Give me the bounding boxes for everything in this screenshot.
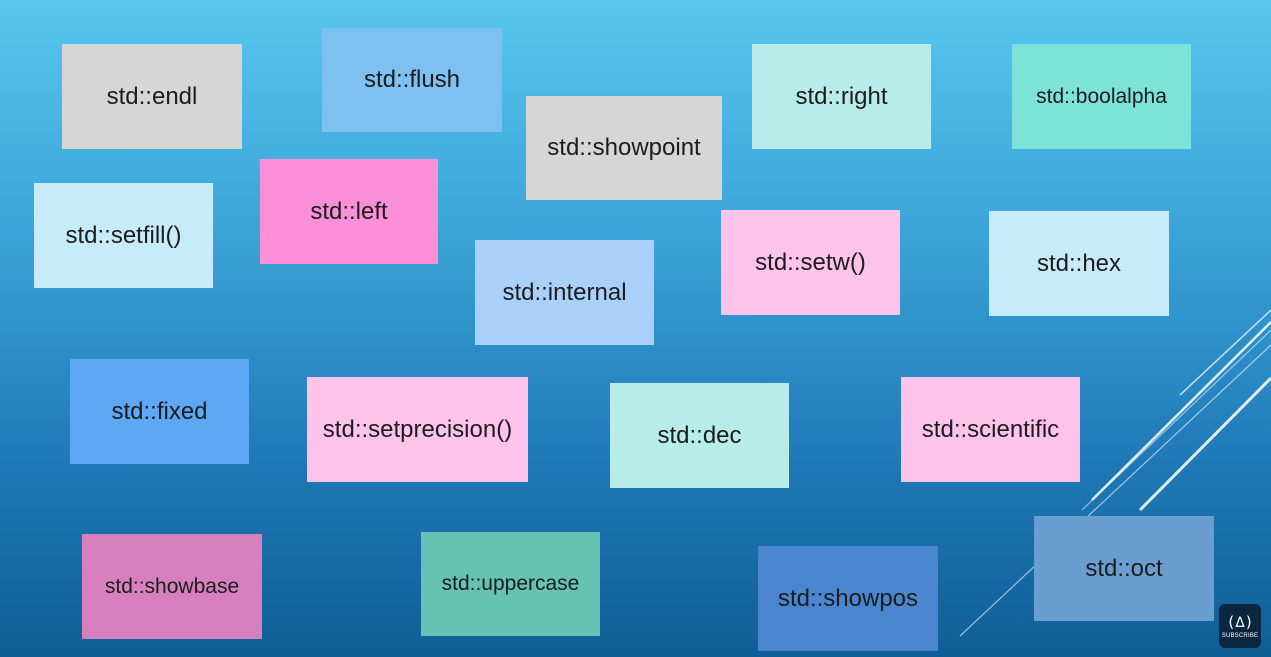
card-showpoint: std::showpoint (526, 96, 722, 200)
card-label: std::right (795, 82, 888, 110)
card-setw: std::setw() (721, 210, 900, 315)
card-label: std::setprecision() (322, 415, 513, 443)
card-internal: std::internal (475, 240, 654, 345)
card-label: std::oct (1085, 554, 1163, 582)
card-label: std::hex (1036, 249, 1122, 277)
card-label: std::left (310, 197, 388, 225)
card-endl: std::endl (62, 44, 242, 149)
card-label: std::scientific (921, 415, 1060, 443)
subscribe-button[interactable]: (∆) SUBSCRIBE (1219, 604, 1261, 648)
card-fixed: std::fixed (70, 359, 249, 464)
card-label: std::endl (106, 82, 198, 110)
flame-logo-icon: (∆) (1226, 613, 1254, 631)
card-flush: std::flush (322, 28, 502, 132)
card-label: std::setw() (755, 248, 866, 276)
card-oct: std::oct (1034, 516, 1214, 621)
card-label: std::fixed (111, 397, 208, 425)
card-setfill: std::setfill() (34, 183, 213, 288)
card-label: std::showbase (104, 574, 240, 598)
card-label: std::showpos (777, 584, 919, 612)
card-label: std::showpoint (547, 134, 701, 161)
card-showbase: std::showbase (82, 534, 262, 639)
card-left: std::left (260, 159, 438, 264)
card-hex: std::hex (989, 211, 1169, 316)
card-label: std::boolalpha (1036, 84, 1167, 108)
card-label: std::dec (657, 421, 742, 449)
card-boolalpha: std::boolalpha (1012, 44, 1191, 149)
card-label: std::internal (502, 278, 627, 306)
card-label: std::uppercase (441, 572, 580, 595)
card-showpos: std::showpos (758, 546, 938, 651)
card-scientific: std::scientific (901, 377, 1080, 482)
card-label: std::flush (363, 66, 461, 93)
card-uppercase: std::uppercase (421, 532, 600, 636)
card-label: std::setfill() (65, 221, 182, 249)
card-dec: std::dec (610, 383, 789, 488)
subscribe-label: SUBSCRIBE (1221, 633, 1259, 639)
card-right: std::right (752, 44, 931, 149)
card-setprecision: std::setprecision() (307, 377, 528, 482)
